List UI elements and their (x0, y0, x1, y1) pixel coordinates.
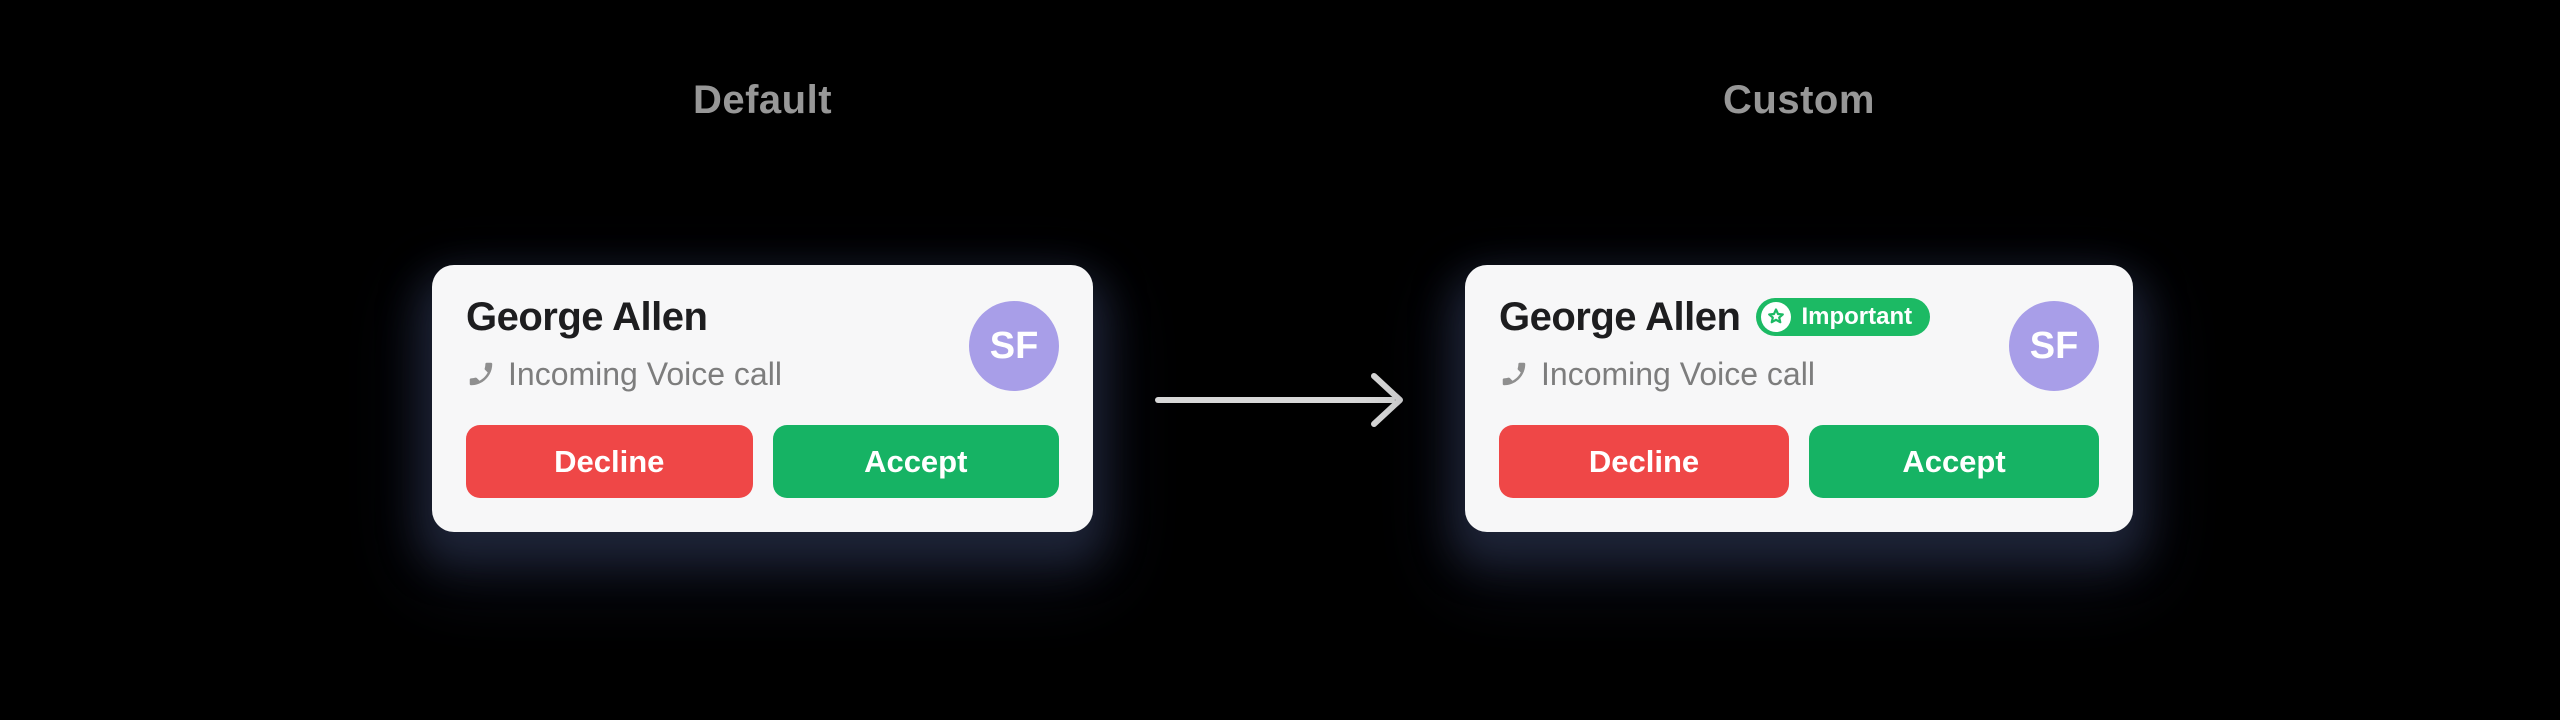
call-status: Incoming Voice call (1541, 356, 1815, 392)
call-status-row: Incoming Voice call (466, 355, 782, 393)
call-status-row: Incoming Voice call (1499, 355, 1930, 393)
call-status: Incoming Voice call (508, 356, 782, 392)
incoming-call-card-default: George Allen Incoming Voice call SF Decl… (432, 265, 1093, 532)
avatar: SF (2009, 301, 2099, 391)
phone-icon (1499, 359, 1529, 389)
decline-button[interactable]: Decline (466, 425, 753, 498)
caller-name-row: George Allen Important (1499, 293, 1931, 341)
avatar-initials: SF (989, 324, 1039, 367)
caller-info: George Allen Incoming Voice call (466, 293, 782, 393)
caller-name: George Allen (466, 295, 708, 339)
section-title-custom: Custom (1723, 78, 1875, 122)
caller-info: George Allen Important (1499, 293, 1931, 393)
card-header: George Allen Incoming Voice call SF (466, 293, 1059, 393)
card-header: George Allen Important (1499, 293, 2099, 393)
caller-name-row: George Allen (466, 293, 782, 341)
caller-name: George Allen (1499, 295, 1741, 339)
accept-button[interactable]: Accept (772, 425, 1059, 498)
section-title-default: Default (692, 78, 833, 122)
call-actions: Decline Accept (466, 425, 1059, 498)
incoming-call-card-custom: George Allen Important (1465, 265, 2133, 532)
arrow-right-icon (1155, 373, 1403, 427)
important-badge: Important (1756, 298, 1931, 336)
badge-label: Important (1801, 303, 1913, 330)
call-actions: Decline Accept (1499, 425, 2099, 498)
phone-icon (466, 359, 496, 389)
avatar-initials: SF (2029, 324, 2079, 367)
star-icon (1761, 302, 1792, 332)
accept-button[interactable]: Accept (1809, 425, 2099, 498)
avatar: SF (969, 301, 1059, 391)
decline-button[interactable]: Decline (1499, 425, 1789, 498)
